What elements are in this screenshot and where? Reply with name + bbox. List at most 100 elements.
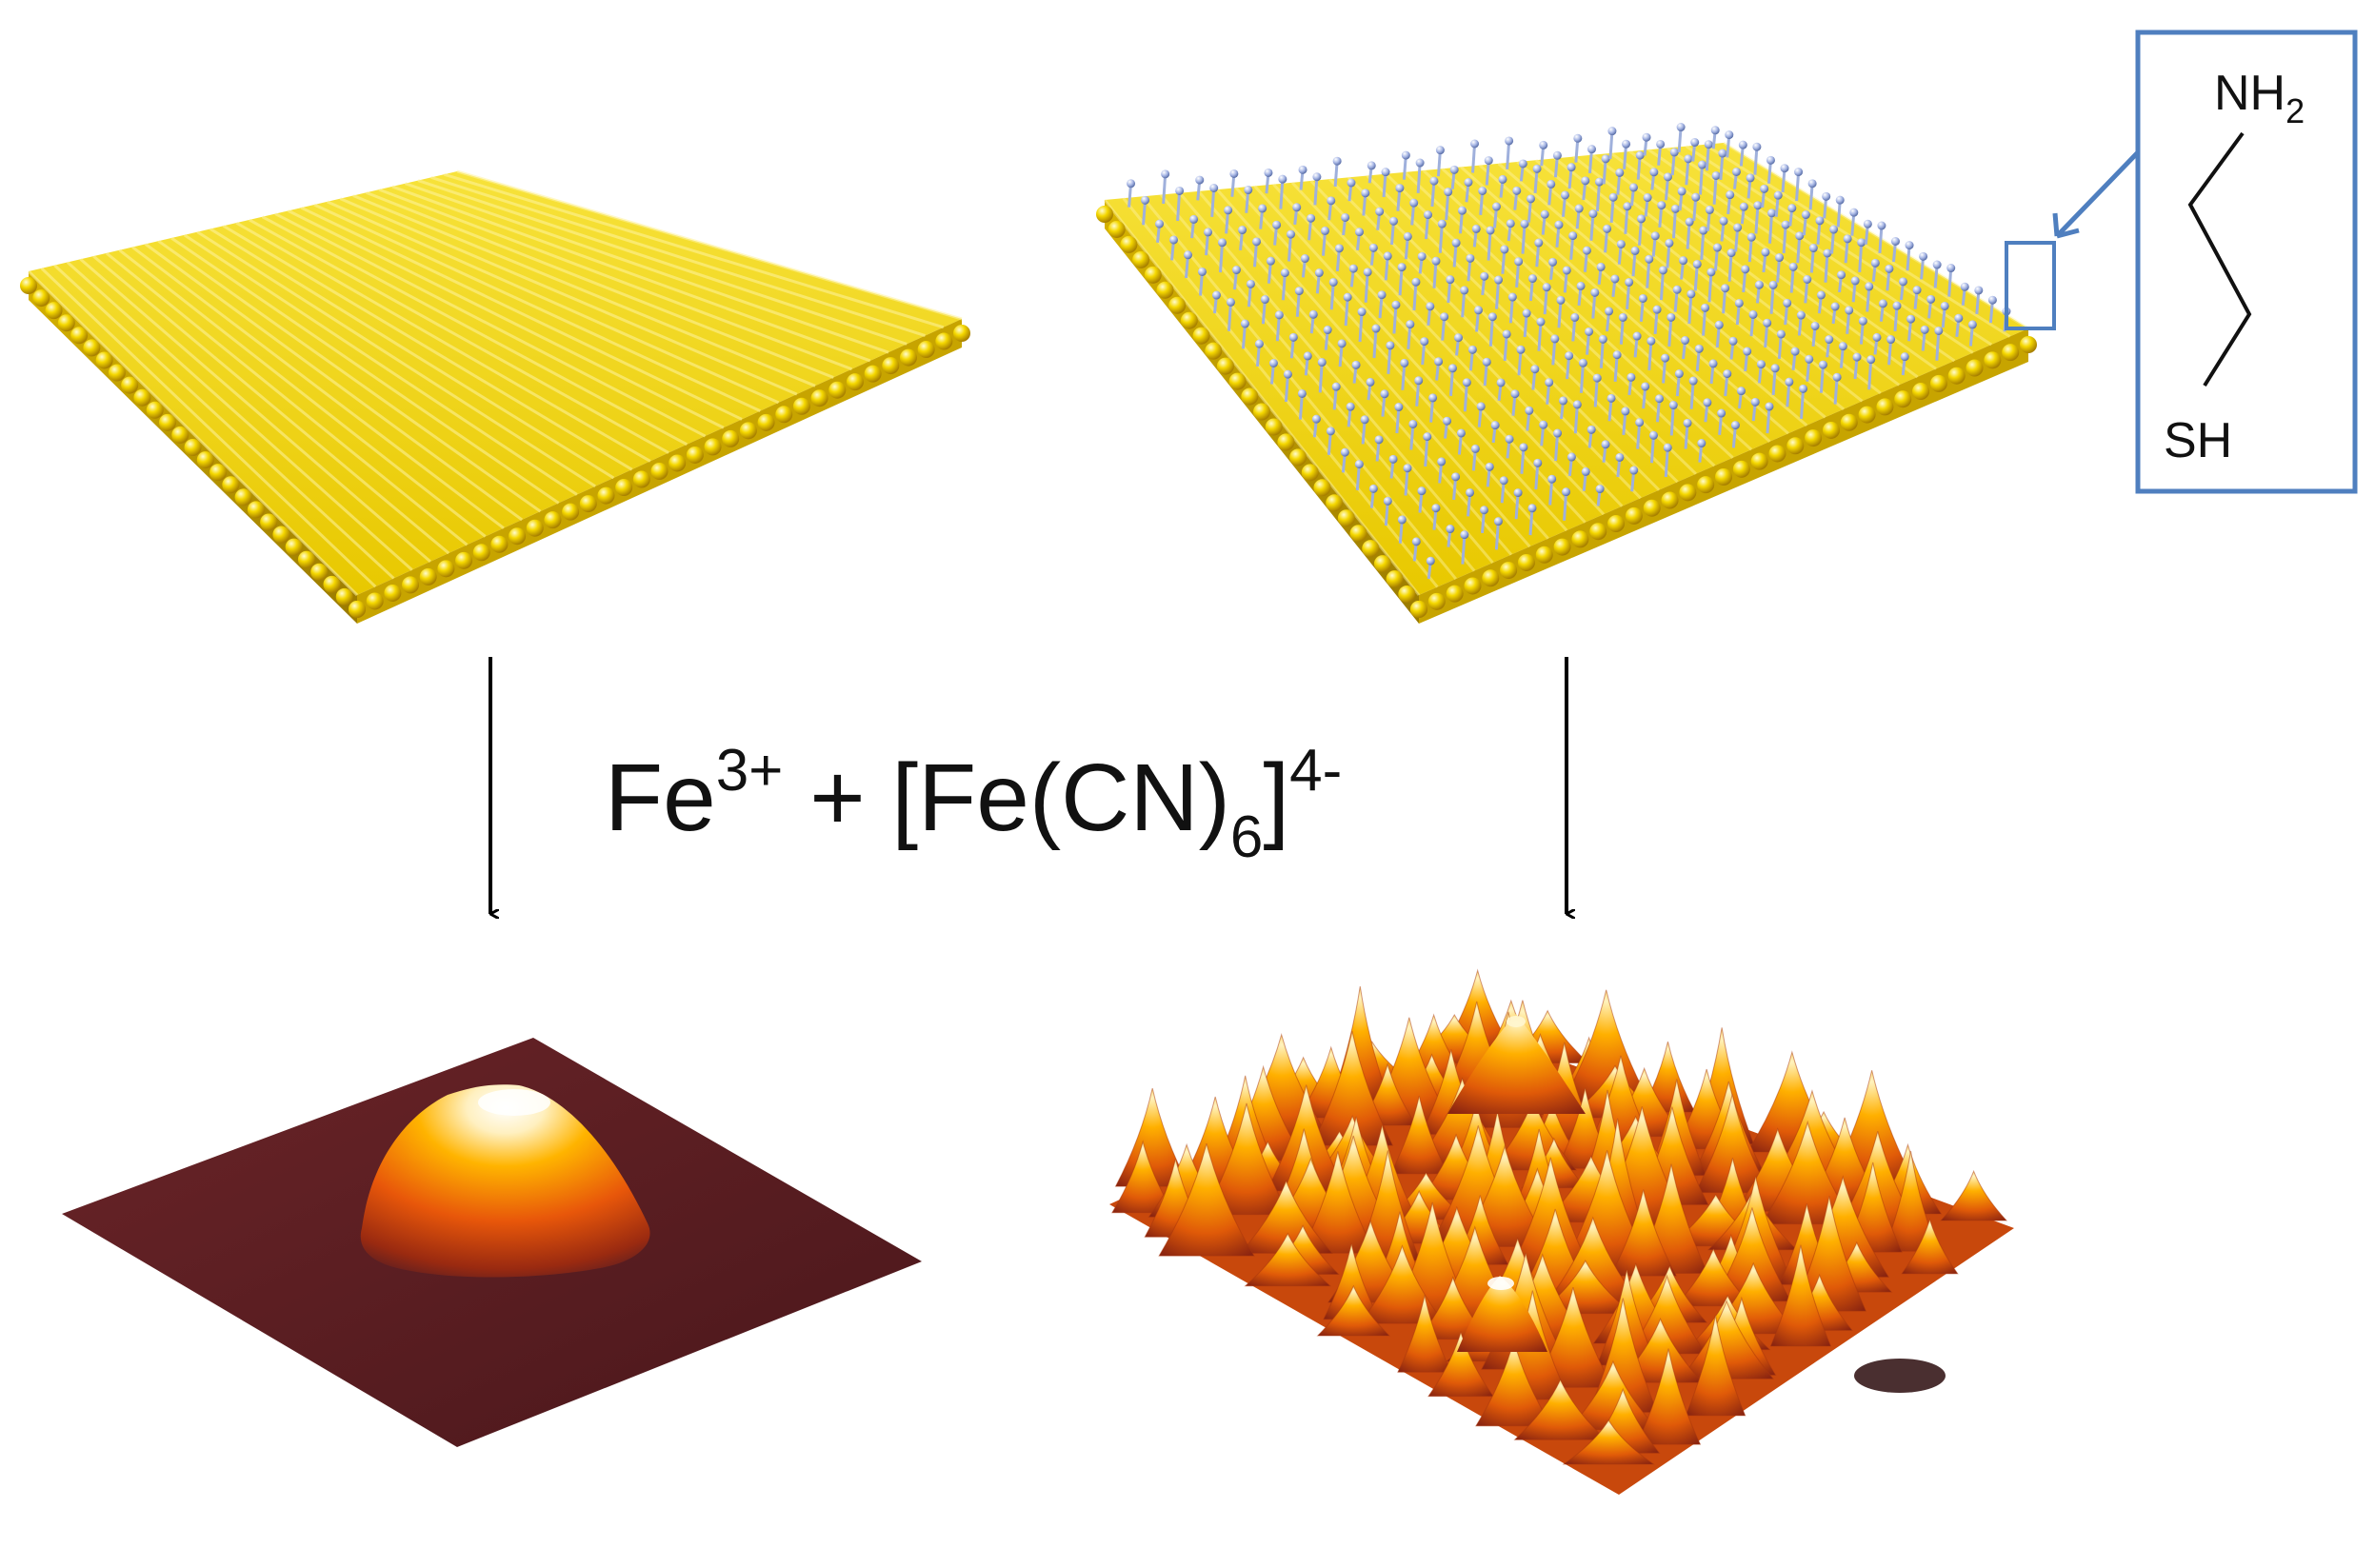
gold-atom xyxy=(1822,421,1840,439)
ligand-head xyxy=(1721,284,1730,293)
ligand-head xyxy=(1642,132,1651,142)
ligand-head xyxy=(1175,186,1185,195)
ligand-stick xyxy=(1318,362,1324,393)
ligand-head xyxy=(1717,408,1726,418)
ligand-head xyxy=(1920,325,1929,334)
ligand-head xyxy=(1294,287,1304,296)
ligand-head xyxy=(1607,127,1617,136)
gold-atom xyxy=(108,364,126,382)
ligand-head xyxy=(1553,428,1563,438)
ligand-stick xyxy=(1667,317,1673,347)
ligand-head xyxy=(1946,264,1956,273)
ligand-head xyxy=(1598,334,1607,344)
ligand-head xyxy=(1572,400,1582,409)
ligand-head xyxy=(1805,354,1814,364)
ligand-head xyxy=(1470,139,1480,149)
ligand-head xyxy=(1760,184,1769,193)
atom-row-ridge xyxy=(40,267,377,588)
ligand-head xyxy=(1697,439,1706,448)
ligand-stick xyxy=(1698,164,1704,195)
gold-atom xyxy=(1120,235,1138,253)
gold-atom xyxy=(133,388,151,407)
gold-atom xyxy=(121,376,139,394)
ligand-head xyxy=(1354,460,1364,469)
ligand-head xyxy=(1343,292,1352,302)
ligand-stick xyxy=(1344,297,1349,327)
ligand-head xyxy=(1595,485,1605,494)
ligand-stick xyxy=(1647,341,1653,371)
ligand-head xyxy=(1635,418,1645,427)
ligand-head xyxy=(1618,312,1627,322)
gold-atom xyxy=(455,551,473,569)
atom-row-ridge xyxy=(300,206,743,421)
ligand-head xyxy=(1900,352,1909,362)
ligand-stick xyxy=(1488,316,1494,347)
atom-row-ridge xyxy=(1141,195,1457,580)
ligand-head xyxy=(1796,310,1806,320)
ligand-head xyxy=(1300,254,1309,264)
gold-atom xyxy=(615,479,633,497)
ligand-head xyxy=(1486,226,1495,235)
gold-atom xyxy=(1482,569,1500,587)
ligand-stick xyxy=(1364,271,1369,303)
ligand-head xyxy=(1514,257,1524,267)
gold-atom xyxy=(935,332,953,350)
ligand-head xyxy=(1621,407,1630,416)
ligand-head xyxy=(1530,365,1540,374)
ligand-head xyxy=(1607,393,1616,403)
ligand-stick xyxy=(1461,289,1467,318)
ligand-head xyxy=(1592,373,1602,383)
atom-row-ridge xyxy=(274,212,707,438)
gold-atom xyxy=(562,503,580,521)
ligand-stick xyxy=(1176,190,1182,222)
ligand-head xyxy=(1663,443,1672,452)
ligand-stick xyxy=(1416,162,1422,193)
ligand-stick xyxy=(1878,225,1884,254)
ligand-head xyxy=(1628,183,1638,192)
ligand-head xyxy=(1542,283,1551,292)
ligand-stick xyxy=(1646,259,1651,288)
ligand-head xyxy=(1464,177,1473,187)
atom-row-ridge xyxy=(378,188,853,371)
atom-row-ridge xyxy=(105,251,469,546)
ligand-stick xyxy=(1599,339,1605,368)
gold-atom xyxy=(1984,351,2002,369)
ligand-head xyxy=(1298,165,1307,174)
ligand-head xyxy=(1423,432,1432,442)
ligand-stick xyxy=(1227,302,1232,331)
atom-row-ridge xyxy=(1572,155,1882,395)
ligand-head xyxy=(1694,344,1704,353)
gold-atom xyxy=(472,544,490,562)
ligand-head xyxy=(1803,275,1812,285)
sh-label: SH xyxy=(2164,413,2232,468)
ligand-stick xyxy=(1935,330,1941,361)
ligand-head xyxy=(1741,265,1750,274)
ligand-head xyxy=(1371,324,1381,333)
callout-arrow xyxy=(2055,150,2140,238)
ligand-head xyxy=(1766,155,1775,165)
ligand-head xyxy=(1383,496,1392,506)
afm-peak xyxy=(1114,1087,1190,1187)
ligand-stick xyxy=(1782,225,1787,254)
ligand-head xyxy=(1539,140,1548,149)
ligand-stick xyxy=(1867,359,1873,390)
ligand-head xyxy=(1596,262,1606,271)
ligand-head xyxy=(1783,298,1792,308)
gold-atom xyxy=(57,314,75,332)
atom-row-ridge xyxy=(222,224,633,471)
gold-atom xyxy=(1096,206,1113,223)
ligand-stick xyxy=(1210,188,1216,217)
ligand-head xyxy=(1368,243,1378,252)
ligand-head xyxy=(1494,275,1504,285)
ligand-head xyxy=(1565,351,1574,361)
gold-atom xyxy=(544,511,562,529)
ligand-stick xyxy=(1707,271,1713,303)
gold-atom xyxy=(1697,476,1715,494)
gold-atom xyxy=(349,601,366,618)
ligand-head xyxy=(1380,389,1389,399)
ligand-head xyxy=(1637,214,1647,224)
ligand-head xyxy=(1554,220,1564,229)
ligand-head xyxy=(1229,169,1239,178)
ligand-head xyxy=(1934,326,1944,335)
